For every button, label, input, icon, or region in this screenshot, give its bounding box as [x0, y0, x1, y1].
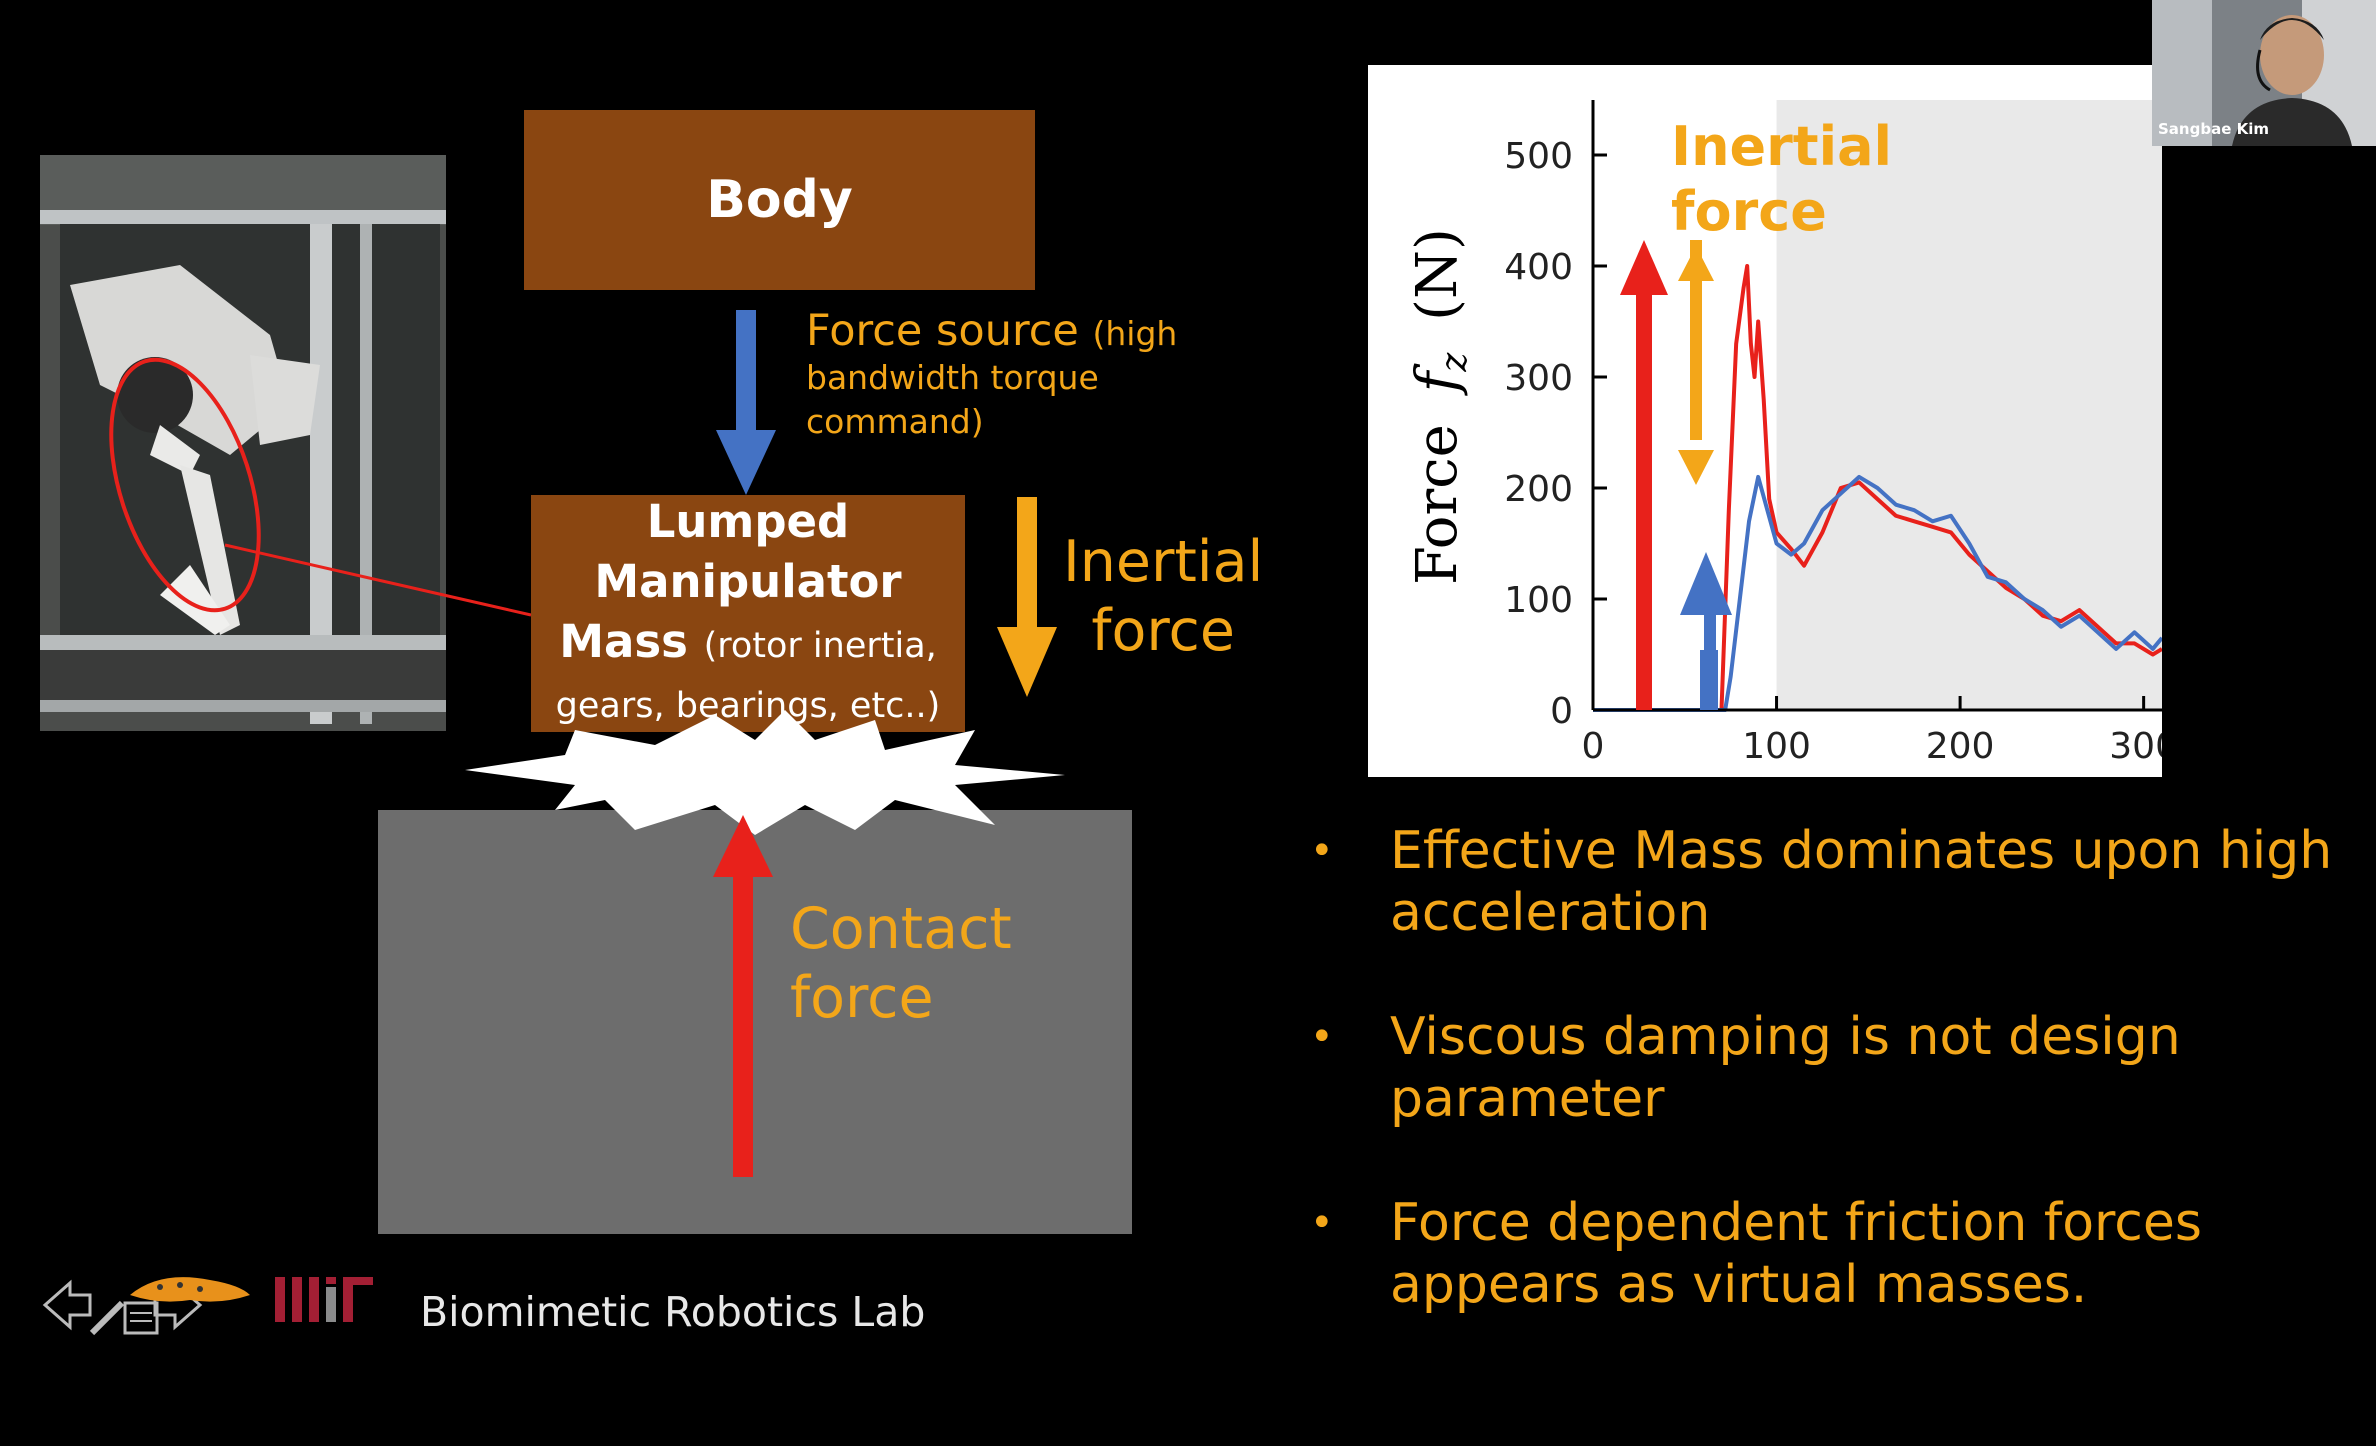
- bullet-list: • Effective Mass dominates upon high acce…: [1310, 820, 2340, 1378]
- notes-icon[interactable]: [123, 1301, 159, 1335]
- chart-annotation-line-1: Inertial: [1671, 115, 1892, 178]
- cheetah-logo-icon: [130, 1277, 250, 1302]
- webcam-video: [2152, 0, 2376, 146]
- chart-annotation-line-2: force: [1671, 180, 1827, 243]
- x-tick-label: 200: [1926, 726, 1995, 767]
- pen-icon[interactable]: [89, 1300, 125, 1336]
- force-source-detail-1: (high: [1092, 314, 1178, 353]
- bullet-icon: •: [1310, 1014, 1334, 1060]
- y-tick-label: 500: [1504, 136, 1573, 177]
- contact-force-line-1: Contact: [790, 896, 1012, 962]
- inertial-force-line-2: force: [1091, 598, 1235, 664]
- shaded-region: [1776, 100, 2162, 710]
- chart-y-label: Force fz (N): [1405, 228, 1480, 585]
- force-chart-svg: 0 100 200 300 400 500 0 100 200 300 Force fz (N)…: [1405, 100, 2178, 767]
- webcam-participant-name: Sangbae Kim: [2158, 120, 2269, 138]
- y-tick-label: 200: [1504, 469, 1573, 510]
- contact-force-label: Contact force: [790, 895, 1012, 1033]
- footer-icons: [42, 1277, 373, 1336]
- bullet-icon: •: [1310, 1200, 1334, 1246]
- bullet-text: Force dependent friction forces appears …: [1390, 1193, 2202, 1315]
- bullet-item: • Viscous damping is not design parameter: [1310, 1006, 2340, 1130]
- force-source-arrow: [716, 310, 776, 495]
- body-box: Body: [524, 110, 1035, 290]
- bullet-item: • Force dependent friction forces appears…: [1310, 1192, 2340, 1316]
- y-tick-label: 300: [1504, 358, 1573, 399]
- force-source-label: Force source (high bandwidth torque comm…: [806, 310, 1177, 442]
- bullet-text: Viscous damping is not design parameter: [1390, 1007, 2181, 1129]
- webcam-thumbnail[interactable]: [2152, 0, 2376, 146]
- x-tick-label: 0: [1582, 726, 1605, 767]
- ground-block: [378, 810, 1132, 1234]
- force-chart: 0 100 200 300 400 500 0 100 200 300 Force fz (N)…: [1368, 65, 2178, 777]
- chart-arrows: [1620, 240, 1732, 710]
- impact-burst: [465, 710, 1065, 835]
- series-line-0: [1593, 264, 2164, 712]
- mass-line-3-rest: (rotor inertia,: [703, 625, 937, 666]
- force-source-detail-2: bandwidth torque: [806, 358, 1099, 397]
- force-source-detail-3: command): [806, 402, 984, 441]
- x-tick-label: 100: [1742, 726, 1811, 767]
- x-tick-label: 300: [2109, 726, 2162, 767]
- bullet-item: • Effective Mass dominates upon high acce…: [1310, 820, 2340, 944]
- y-tick-label: 0: [1550, 691, 1573, 732]
- lab-name: Biomimetic Robotics Lab: [420, 1288, 926, 1336]
- mass-line-4: gears, bearings, etc..): [555, 685, 941, 726]
- lumped-mass-box: Lumped Manipulator Mass (rotor inertia, …: [531, 495, 965, 732]
- bullet-text: Effective Mass dominates upon high accel…: [1390, 821, 2333, 943]
- footer: [40, 1265, 940, 1345]
- y-tick-label: 400: [1504, 247, 1573, 288]
- series-line-1: [1593, 474, 2164, 712]
- robot-leg-photo: [40, 155, 446, 731]
- inertial-force-line-1: Inertial: [1063, 529, 1264, 595]
- contact-force-arrow: [713, 815, 773, 1177]
- inertial-force-label: Inertial force: [1063, 528, 1263, 666]
- inertial-force-arrow: [997, 497, 1057, 697]
- mit-logo-icon: [275, 1277, 373, 1322]
- force-source-main: Force source: [806, 306, 1079, 356]
- y-tick-label: 100: [1504, 580, 1573, 621]
- mass-line-3-bold: Mass: [559, 614, 688, 668]
- back-arrow-icon[interactable]: [42, 1279, 92, 1331]
- contact-force-line-2: force: [790, 965, 934, 1031]
- mass-line-2: Manipulator: [594, 554, 902, 608]
- body-box-label: Body: [706, 170, 853, 230]
- mass-line-1: Lumped: [646, 494, 850, 548]
- bullet-icon: •: [1310, 828, 1334, 874]
